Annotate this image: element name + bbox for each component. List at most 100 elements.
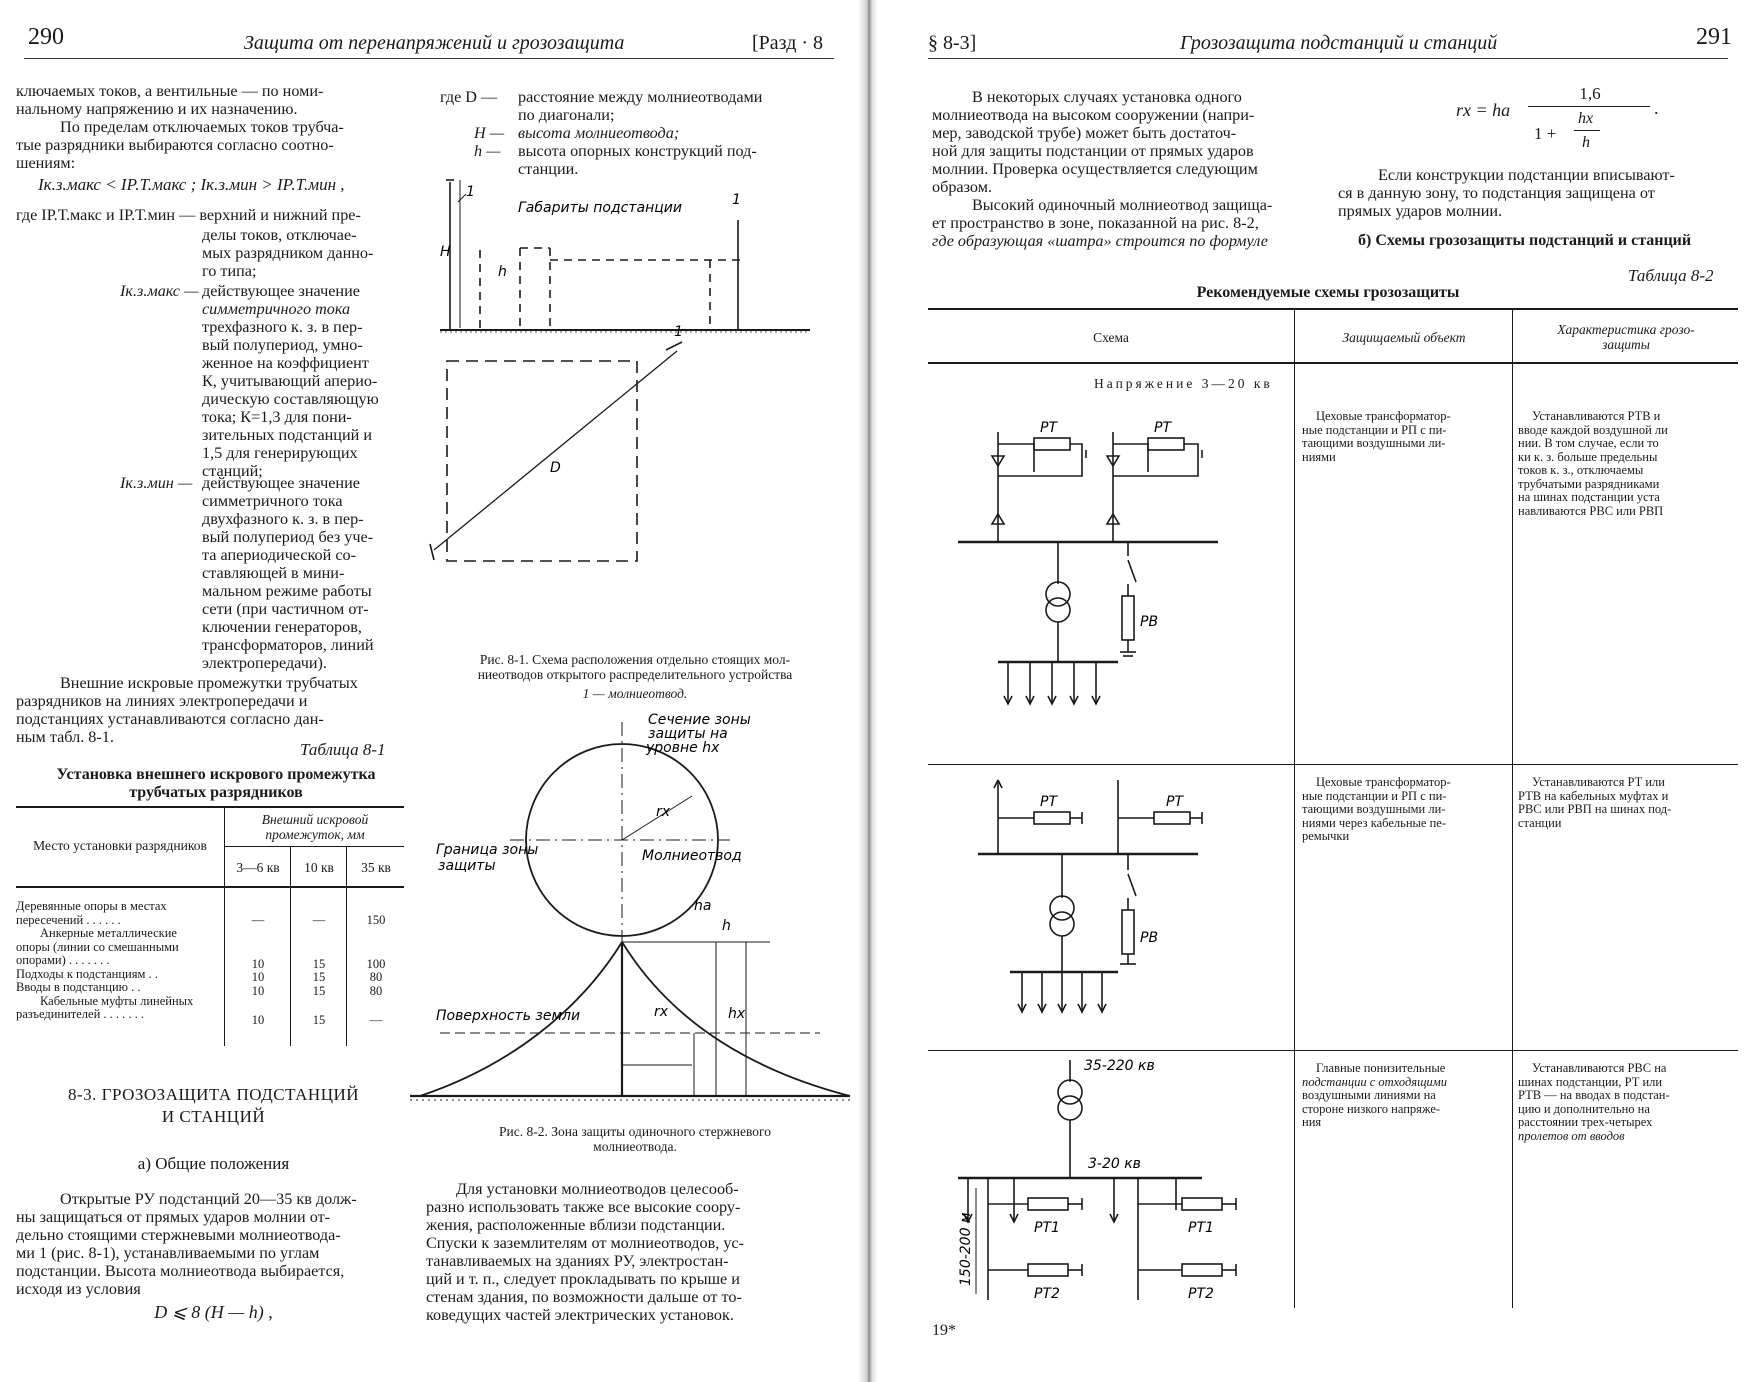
label-rt2-b: РТ2: [1188, 1286, 1214, 1302]
table1-vline-2: [290, 846, 291, 1046]
table2-vline-1: [1294, 308, 1295, 1308]
label-35-220kv: 35-220 кв: [1084, 1058, 1155, 1074]
label-h: h: [498, 264, 507, 280]
label-rv: РВ: [1140, 614, 1158, 630]
table1-rule-top: [16, 806, 404, 808]
paragraph-rod-installation: Для установки молниеотводов целесооб- ра…: [426, 1180, 745, 1324]
svg-text:защиты: защиты: [438, 858, 496, 874]
table-row: Вводы в подстанцию . .: [16, 980, 141, 994]
figure-8-2: Сечение зоны защиты на уровне hx rx Гран…: [410, 712, 851, 1101]
diagonal-D: [433, 350, 678, 551]
section-heading: 8-3. ГРОЗОЗАЩИТА ПОДСТАНЦИЙ И СТАНЦИЙ: [67, 1085, 360, 1126]
formula-fraction-bar: [1528, 106, 1650, 108]
table1-vline-1b: [224, 886, 225, 1046]
label-h-fig2: h: [722, 918, 731, 934]
table1-values-10: — 15 15 15 15: [312, 913, 326, 1027]
figure-8-1-caption: Рис. 8-1. Схема расположения отдельно ст…: [477, 652, 793, 701]
table2-row2-object: Цеховые трансформатор- ные подстанции и …: [1302, 775, 1451, 843]
label-rt-1: РТ: [1040, 420, 1058, 436]
scheme-row1: РТ РТ РВ: [958, 420, 1218, 706]
label-poverhnost: Поверхность земли: [436, 1008, 580, 1024]
paragraph-limits: По пределам отключаемых токов трубча- ты…: [16, 118, 344, 172]
header-rule-left: [24, 58, 834, 59]
table1-col-group: Внешний искровой промежуток, мм: [261, 812, 369, 842]
scheme-row3: 35-220 кв 3-20 кв 150-200 м РТ1 РТ1 РТ2 …: [958, 1058, 1237, 1302]
label-D: D: [550, 460, 561, 476]
book-gutter: [858, 0, 878, 1382]
where-range: где IР.Т.макс и IР.Т.мин — верхний и ниж…: [16, 206, 361, 224]
table2-row2-char: Устанавливаются РТ или РТВ на кабельных …: [1518, 775, 1672, 830]
subheading-general: а) Общие положения: [137, 1154, 290, 1173]
section-tag-right: § 8-3]: [928, 32, 977, 54]
label-rt1-b: РТ1: [1188, 1220, 1214, 1236]
page-number-right: 291: [1696, 24, 1732, 50]
table1-rule-header: [16, 886, 404, 888]
signature-mark: 19*: [932, 1322, 956, 1339]
table1-col-place: Место установки разрядников: [33, 838, 207, 853]
header-rule-right: [928, 58, 1728, 59]
label-H: H: [440, 244, 451, 260]
page-number-left: 290: [28, 24, 64, 50]
table1-col-3-6: 3—6 кв: [236, 860, 280, 875]
label-ha: ha: [694, 898, 711, 914]
figure-8-2-caption: Рис. 8-2. Зона защиты одиночного стержне…: [499, 1124, 771, 1154]
formula-num: 1,6: [1579, 84, 1601, 103]
table1-col-35: 35 кв: [361, 860, 391, 875]
table2-label: Таблица 8-2: [1628, 266, 1714, 285]
running-title-right: Грозозащита подстанций и станций: [1180, 32, 1498, 54]
intro-text: ключаемых токов, а вентильные — по номи-…: [16, 82, 324, 118]
label-150-200m: 150-200 м: [958, 1212, 974, 1286]
formula-distance: D ⩽ 8 (H — h) ,: [154, 1302, 273, 1322]
table2-vline-2: [1512, 308, 1513, 1308]
right-page: § 8-3] Грозозащита подстанций и станций …: [862, 0, 1752, 1382]
label-rx: rx: [654, 1004, 669, 1020]
label-rx-top: rx: [656, 804, 671, 820]
table1-vline-1: [224, 806, 225, 888]
def-kz-min: действующее значение симметричного тока …: [202, 474, 374, 672]
table1-label: Таблица 8-1: [300, 740, 386, 759]
section-tag-left: [Разд · 8: [752, 32, 824, 54]
running-title-left: Защита от перенапряжений и грозозащита: [244, 32, 625, 54]
table2-rule-row2: [928, 1050, 1738, 1051]
label-hx: hx: [728, 1006, 746, 1022]
label-molnieotvod: Молниеотвод: [642, 848, 742, 864]
paragraph-external-gaps: Внешние искровые промежутки трубчатых ра…: [16, 674, 358, 746]
paragraph-high-rod: Высокий одиночный молниеотвод защища- ет…: [932, 196, 1273, 250]
formula-inner-bar: [1574, 130, 1600, 131]
plan-outline: [446, 360, 638, 562]
table2-rule-row1: [928, 764, 1738, 765]
def-kz-min-symbol: Iк.з.мин —: [120, 474, 193, 492]
paragraph-single-rod: В некоторых случаях установка одного мол…: [932, 88, 1258, 196]
subheading-schemes: б) Схемы грозозащиты подстанций и станци…: [1358, 232, 1692, 249]
table2-row1-object: Цеховые трансформатор- ные подстанции и …: [1302, 409, 1451, 464]
def-kz-max: действующее значение симметричного тока …: [202, 282, 379, 480]
table2-row3-object: Главные понизительные подстанции с отход…: [1302, 1061, 1448, 1129]
table2-rule-top: [928, 308, 1738, 310]
def-kz-max-symbol: Iк.з.макс —: [120, 282, 199, 300]
label-rod-1c: 1: [674, 324, 683, 340]
table1-rule-group: [224, 846, 404, 847]
label-gabarity: Габариты подстанции: [518, 200, 682, 216]
table2-voltage-row: Напряжение 3—20 кв: [1094, 376, 1273, 391]
label-rt-4: РТ: [1166, 794, 1184, 810]
table2-col-char: Характеристика грозо- защиты: [1557, 322, 1695, 352]
label-rod-1: 1: [466, 184, 475, 200]
table1-values-3-6: — 10 10 10 10: [251, 913, 265, 1027]
formula-tail: .: [1654, 98, 1659, 118]
where-range-cont: делы токов, отключае- мых разрядником да…: [202, 226, 374, 280]
table1-vline-3: [346, 846, 347, 1046]
table1-title: Установка внешнего искрового промежутка …: [56, 766, 376, 801]
label-3-20kv: 3-20 кв: [1088, 1156, 1141, 1172]
table1-col-10: 10 кв: [304, 860, 334, 875]
col2-defs: где D — расстояние между молниеотводами …: [440, 88, 763, 178]
table2-row3-char: Устанавливаются РВС на шинах подстанции,…: [1518, 1061, 1670, 1143]
label-section: Сечение зоны: [648, 712, 751, 728]
svg-text:защиты на: защиты на: [648, 726, 728, 742]
table1-values-35: 150 100 80 80 —: [366, 913, 386, 1027]
label-rt-3: РТ: [1040, 794, 1058, 810]
label-rt2-a: РТ2: [1034, 1286, 1060, 1302]
